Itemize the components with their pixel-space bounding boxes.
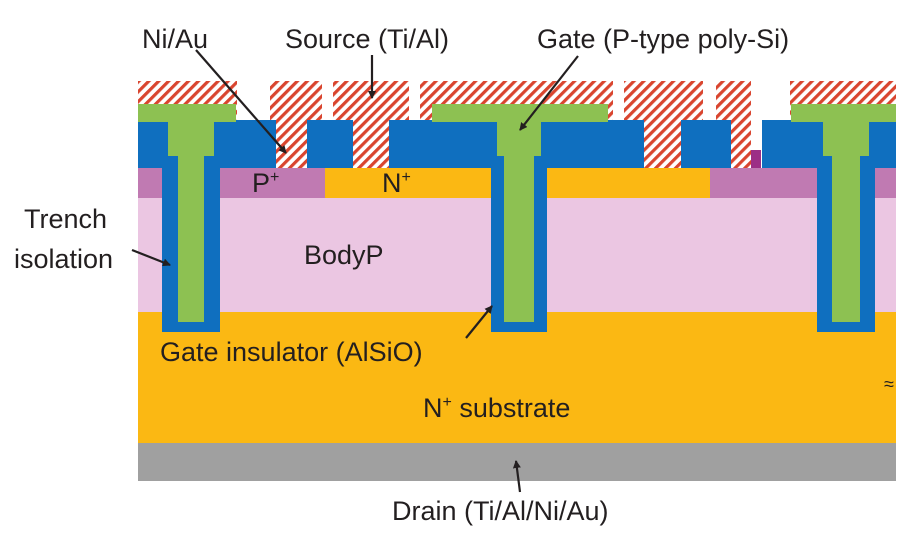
label-ni-au: Ni/Au <box>142 24 208 54</box>
arrow-ni-au <box>195 49 287 154</box>
gate-poly-trench <box>832 154 860 322</box>
n-plus-substrate-layer <box>138 312 896 443</box>
label-gate: Gate (P-type poly-Si) <box>537 24 789 54</box>
gate-poly-trench <box>504 154 534 322</box>
n-plus-sup: + <box>402 169 411 186</box>
substrate-rest: substrate <box>452 393 571 423</box>
p-plus-sup: + <box>270 169 279 186</box>
leader-arrows <box>131 49 579 493</box>
label-gate-insulator: Gate insulator (AlSiO) <box>160 337 423 367</box>
gate-poly-trench <box>823 104 869 156</box>
label-drain: Drain (Ti/Al/Ni/Au) <box>392 496 609 526</box>
label-source: Source (Ti/Al) <box>285 24 449 54</box>
arrow-trench-isolation <box>131 248 171 267</box>
arrow-drain <box>512 460 522 493</box>
gate-poly-trench <box>168 104 214 156</box>
insulator-top-bar <box>681 120 731 168</box>
label-trench-line2: isolation <box>14 244 113 274</box>
label-p-plus: P+ <box>252 168 279 198</box>
substrate-sup: + <box>443 394 452 411</box>
gate-poly-trench <box>178 154 204 322</box>
arrow-gate <box>519 55 579 131</box>
substrate-base: N <box>423 393 443 423</box>
n-plus-base: N <box>382 168 402 198</box>
break-mark: ≈ <box>884 374 894 394</box>
label-n-plus: N+ <box>382 168 411 198</box>
labels: Ni/Au Source (Ti/Al) Gate (P-type poly-S… <box>14 24 894 526</box>
gate-poly-si <box>138 104 896 322</box>
label-body-p: BodyP <box>304 240 384 270</box>
arrow-gate-insulator <box>465 305 493 339</box>
insulator-top-bar <box>307 120 353 168</box>
label-n-plus-substrate: N+ substrate <box>423 393 570 423</box>
p-plus-base: P <box>252 168 270 198</box>
label-trench-line1: Trench <box>24 204 107 234</box>
